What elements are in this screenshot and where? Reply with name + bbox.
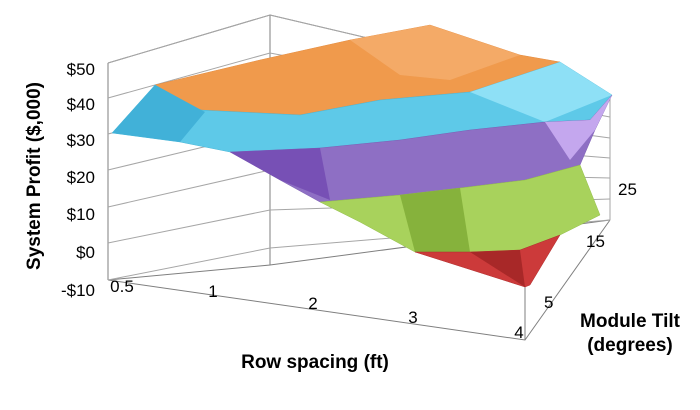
surface-band-cyan-dark <box>112 85 205 142</box>
surface <box>111 24 613 288</box>
z-tick-label: $40 <box>67 95 95 114</box>
x-tick-label: 1 <box>208 282 217 301</box>
y-tick-labels: 5 15 25 <box>544 180 637 312</box>
z-axis-title: System Profit ($,000) <box>24 82 45 270</box>
z-tick-label: $30 <box>67 131 95 150</box>
x-tick-label: 4 <box>514 323 523 342</box>
z-tick-label: $20 <box>67 168 95 187</box>
y-axis-title-line2: (degrees) <box>587 335 673 356</box>
x-axis-title: Row spacing (ft) <box>241 352 389 373</box>
z-tick-label: $50 <box>67 60 95 79</box>
surface-band-orange-highlight <box>350 25 520 80</box>
y-tick-label: 25 <box>618 180 637 199</box>
surface-band-red-dark <box>470 250 525 287</box>
y-tick-label: 5 <box>544 293 553 312</box>
y-tick-label: 15 <box>586 232 605 251</box>
z-tick-label: $10 <box>67 205 95 224</box>
surface-band-green-dark <box>400 188 470 252</box>
y-axis-title-line1: Module Tilt <box>580 311 681 332</box>
z-tick-label: $0 <box>76 243 95 262</box>
x-tick-label: 0.5 <box>110 277 134 296</box>
x-tick-label: 2 <box>308 294 317 313</box>
surface-band-purple-light <box>545 95 612 160</box>
surface-band-purple-dark <box>230 148 330 200</box>
x-tick-labels: 0.5 1 2 3 4 <box>110 277 524 342</box>
x-tick-label: 3 <box>408 308 417 327</box>
z-tick-label: -$10 <box>61 281 95 300</box>
surface-band-lightcyan <box>470 62 612 122</box>
z-tick-labels: $50 $40 $30 $20 $10 $0 -$10 <box>61 60 95 300</box>
